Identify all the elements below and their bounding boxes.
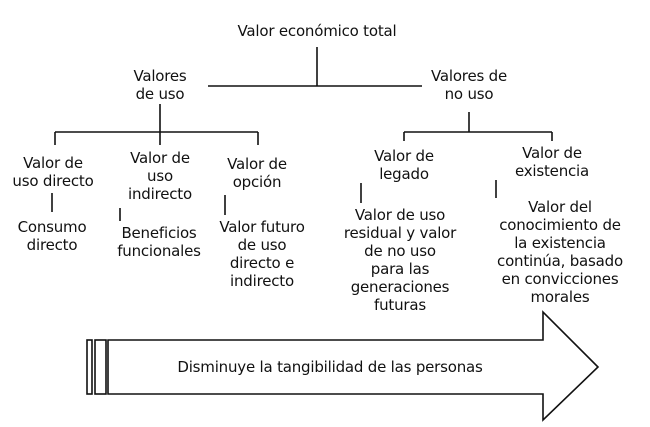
valores-de-uso-node: Valores de uso <box>133 67 187 103</box>
arrow-label: Disminuye la tangibilidad de las persona… <box>177 358 483 376</box>
arrow-tail-bar-2 <box>94 339 107 395</box>
legado-description-leaf: Valor de uso residual y valor de no uso … <box>343 206 457 314</box>
valor-legado-node: Valor de legado <box>374 147 434 183</box>
valor-existencia-node: Valor de existencia <box>514 144 590 180</box>
arrow-tail-bar-1 <box>86 339 93 395</box>
valores-de-no-uso-node: Valores de no uso <box>430 67 508 103</box>
existencia-description-leaf: Valor del conocimiento de la existencia … <box>497 198 623 306</box>
valor-futuro-leaf: Valor futuro de uso directo e indirecto <box>219 218 305 290</box>
tangibility-arrow <box>86 310 600 422</box>
beneficios-funcionales-leaf: Beneficios funcionales <box>117 224 201 260</box>
valor-opcion-node: Valor de opción <box>227 155 287 191</box>
consumo-directo-leaf: Consumo directo <box>17 218 87 254</box>
valor-uso-indirecto-node: Valor de uso indirecto <box>128 149 192 203</box>
valor-economico-total-title: Valor económico total <box>237 22 397 40</box>
arrow-body <box>107 310 600 422</box>
valor-uso-directo-node: Valor de uso directo <box>12 154 94 190</box>
